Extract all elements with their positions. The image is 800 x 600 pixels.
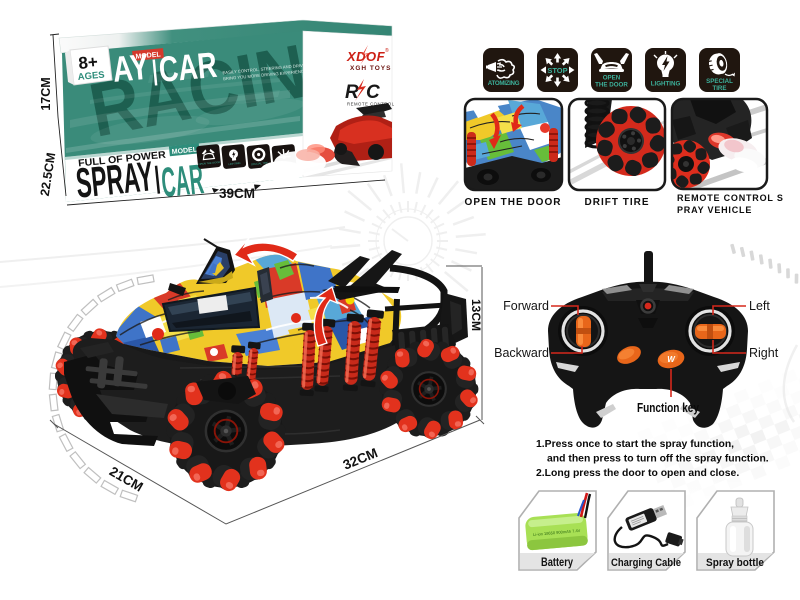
svg-text:PRAY VEHICLE: PRAY VEHICLE	[677, 205, 752, 215]
svg-text:8+: 8+	[78, 52, 99, 73]
svg-text:C: C	[366, 82, 380, 103]
svg-text:R: R	[345, 82, 359, 103]
svg-text:OPEN THE DOOR: OPEN THE DOOR	[465, 197, 562, 208]
svg-text:CAR: CAR	[157, 44, 219, 90]
svg-text:W: W	[667, 355, 676, 364]
svg-text:1.Press once to start the spra: 1.Press once to start the spray function…	[536, 439, 734, 450]
svg-text:®: ®	[385, 47, 389, 54]
svg-text:2.Long press the door to open: 2.Long press the door to open and close.	[536, 468, 739, 479]
svg-text:Right: Right	[749, 346, 779, 360]
svg-text:Backward: Backward	[494, 346, 549, 360]
svg-text:39CM: 39CM	[219, 186, 255, 201]
svg-text:and then press to turn off the: and then press to turn off the spray fun…	[547, 454, 769, 465]
svg-text:REMOTE CONTROL S: REMOTE CONTROL S	[677, 193, 784, 203]
svg-text:MODEL: MODEL	[135, 51, 162, 60]
svg-text:Forward: Forward	[503, 299, 549, 313]
svg-text:STOP: STOP	[547, 66, 567, 75]
svg-text:TIRE: TIRE	[712, 85, 726, 92]
svg-text:Function key: Function key	[637, 400, 700, 415]
svg-text:Battery: Battery	[541, 557, 573, 569]
svg-text:17CM: 17CM	[39, 77, 53, 110]
svg-text:Spray bottle: Spray bottle	[706, 557, 764, 569]
svg-text:Charging Cable: Charging Cable	[611, 557, 681, 569]
svg-text:22.5CM: 22.5CM	[38, 152, 59, 197]
svg-text:AY: AY	[111, 46, 151, 90]
svg-text:Li-ion 18650 900mAh 7.4V: Li-ion 18650 900mAh 7.4V	[533, 528, 581, 537]
svg-text:Left: Left	[749, 299, 770, 313]
svg-text:SPECIAL TIRE: SPECIAL TIRE	[251, 161, 269, 167]
svg-text:SPECIAL: SPECIAL	[706, 78, 733, 85]
svg-text:OPEN: OPEN	[603, 75, 621, 82]
svg-text:13CM: 13CM	[469, 299, 483, 331]
svg-text:SPRAY: SPRAY	[74, 152, 155, 207]
svg-text:XGH TOYS: XGH TOYS	[350, 65, 391, 72]
svg-text:MODEL: MODEL	[172, 146, 199, 156]
svg-text:REMOTE CONTROL: REMOTE CONTROL	[347, 102, 395, 107]
svg-text:THE DOOR: THE DOOR	[595, 82, 628, 89]
svg-text:OPEN THE DOOR: OPEN THE DOOR	[198, 160, 220, 166]
svg-text:AGES: AGES	[77, 70, 105, 83]
svg-text:LIGHTING: LIGHTING	[228, 161, 241, 166]
svg-text:DRIFT TIRE: DRIFT TIRE	[585, 197, 650, 208]
svg-text:LIGHTING: LIGHTING	[651, 81, 681, 88]
svg-text:ATOMIZING: ATOMIZING	[488, 80, 520, 87]
